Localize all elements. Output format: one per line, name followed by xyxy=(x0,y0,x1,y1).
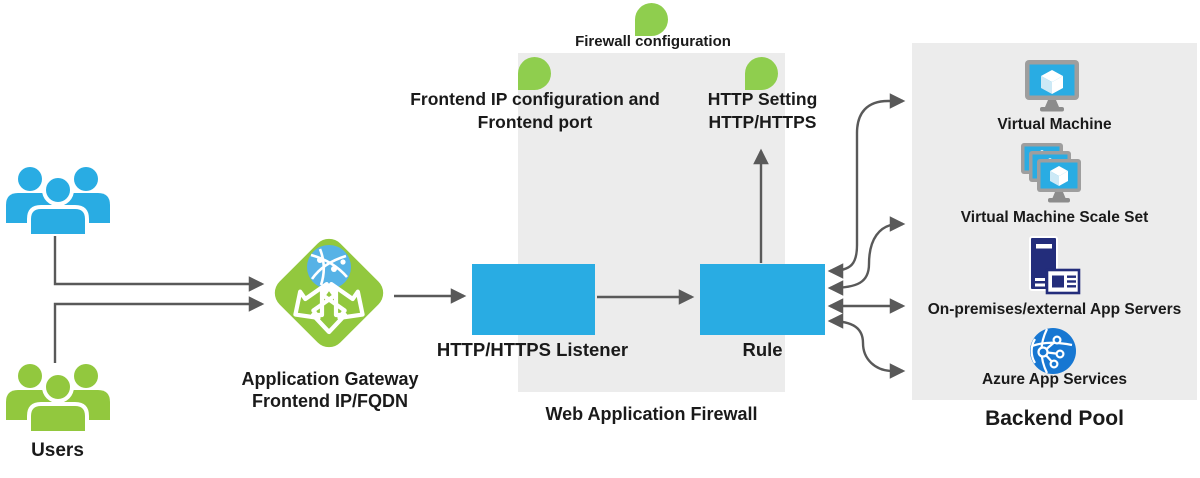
users-blue-icon xyxy=(3,165,113,238)
application-gateway-label-line1: Application Gateway xyxy=(241,369,419,389)
frontend-configuration-marker-icon xyxy=(518,57,551,90)
http-setting-line1: HTTP Setting xyxy=(707,89,818,109)
rule-box xyxy=(700,264,825,335)
frontend-ip-configuration-label: Frontend IP configuration and Frontend p… xyxy=(385,88,685,134)
rule-label: Rule xyxy=(742,339,783,360)
arrow-rule-to-scale-set xyxy=(827,216,906,296)
http-setting-line2: HTTP/HTTPS xyxy=(708,112,817,132)
azure-app-services-label: Azure App Services xyxy=(981,371,1127,388)
application-gateway-icon xyxy=(267,231,391,355)
http-setting-marker-icon xyxy=(745,57,778,90)
users-label: Users xyxy=(31,440,84,461)
virtual-machine-icon xyxy=(1022,58,1082,114)
vm-scale-set-icon xyxy=(1019,141,1087,207)
on-premises-server-icon xyxy=(1025,235,1081,299)
azure-app-services-icon xyxy=(1028,326,1078,376)
firewall-configuration-marker-icon xyxy=(635,3,668,36)
arrow-rule-to-app-services xyxy=(827,313,906,379)
http-setting-label: HTTP Setting HTTP/HTTPS xyxy=(690,88,835,134)
on-premises-label: On-premises/external App Servers xyxy=(927,301,1182,318)
backend-pool-label: Backend Pool xyxy=(985,407,1124,430)
virtual-machine-label: Virtual Machine xyxy=(997,116,1112,133)
application-gateway-label: Application Gateway Frontend IP/FQDN xyxy=(227,368,433,412)
listener-label: HTTP/HTTPS Listener xyxy=(436,339,629,360)
web-application-firewall-label: Web Application Firewall xyxy=(545,404,758,424)
users-green-icon xyxy=(3,362,113,435)
frontend-ip-configuration-line2: Frontend port xyxy=(477,112,593,132)
web-application-firewall-box xyxy=(518,53,785,392)
frontend-ip-configuration-line1: Frontend IP configuration and xyxy=(410,89,660,109)
application-gateway-label-line2: Frontend IP/FQDN xyxy=(252,391,408,411)
vm-scale-set-label: Virtual Machine Scale Set xyxy=(960,209,1149,226)
arrow-rule-to-virtual-machine xyxy=(827,93,906,279)
listener-box xyxy=(472,264,595,335)
firewall-configuration-label: Firewall configuration xyxy=(575,33,731,50)
arrow-users-blue-to-gateway xyxy=(53,236,265,292)
arrow-users-green-to-gateway xyxy=(53,296,265,363)
